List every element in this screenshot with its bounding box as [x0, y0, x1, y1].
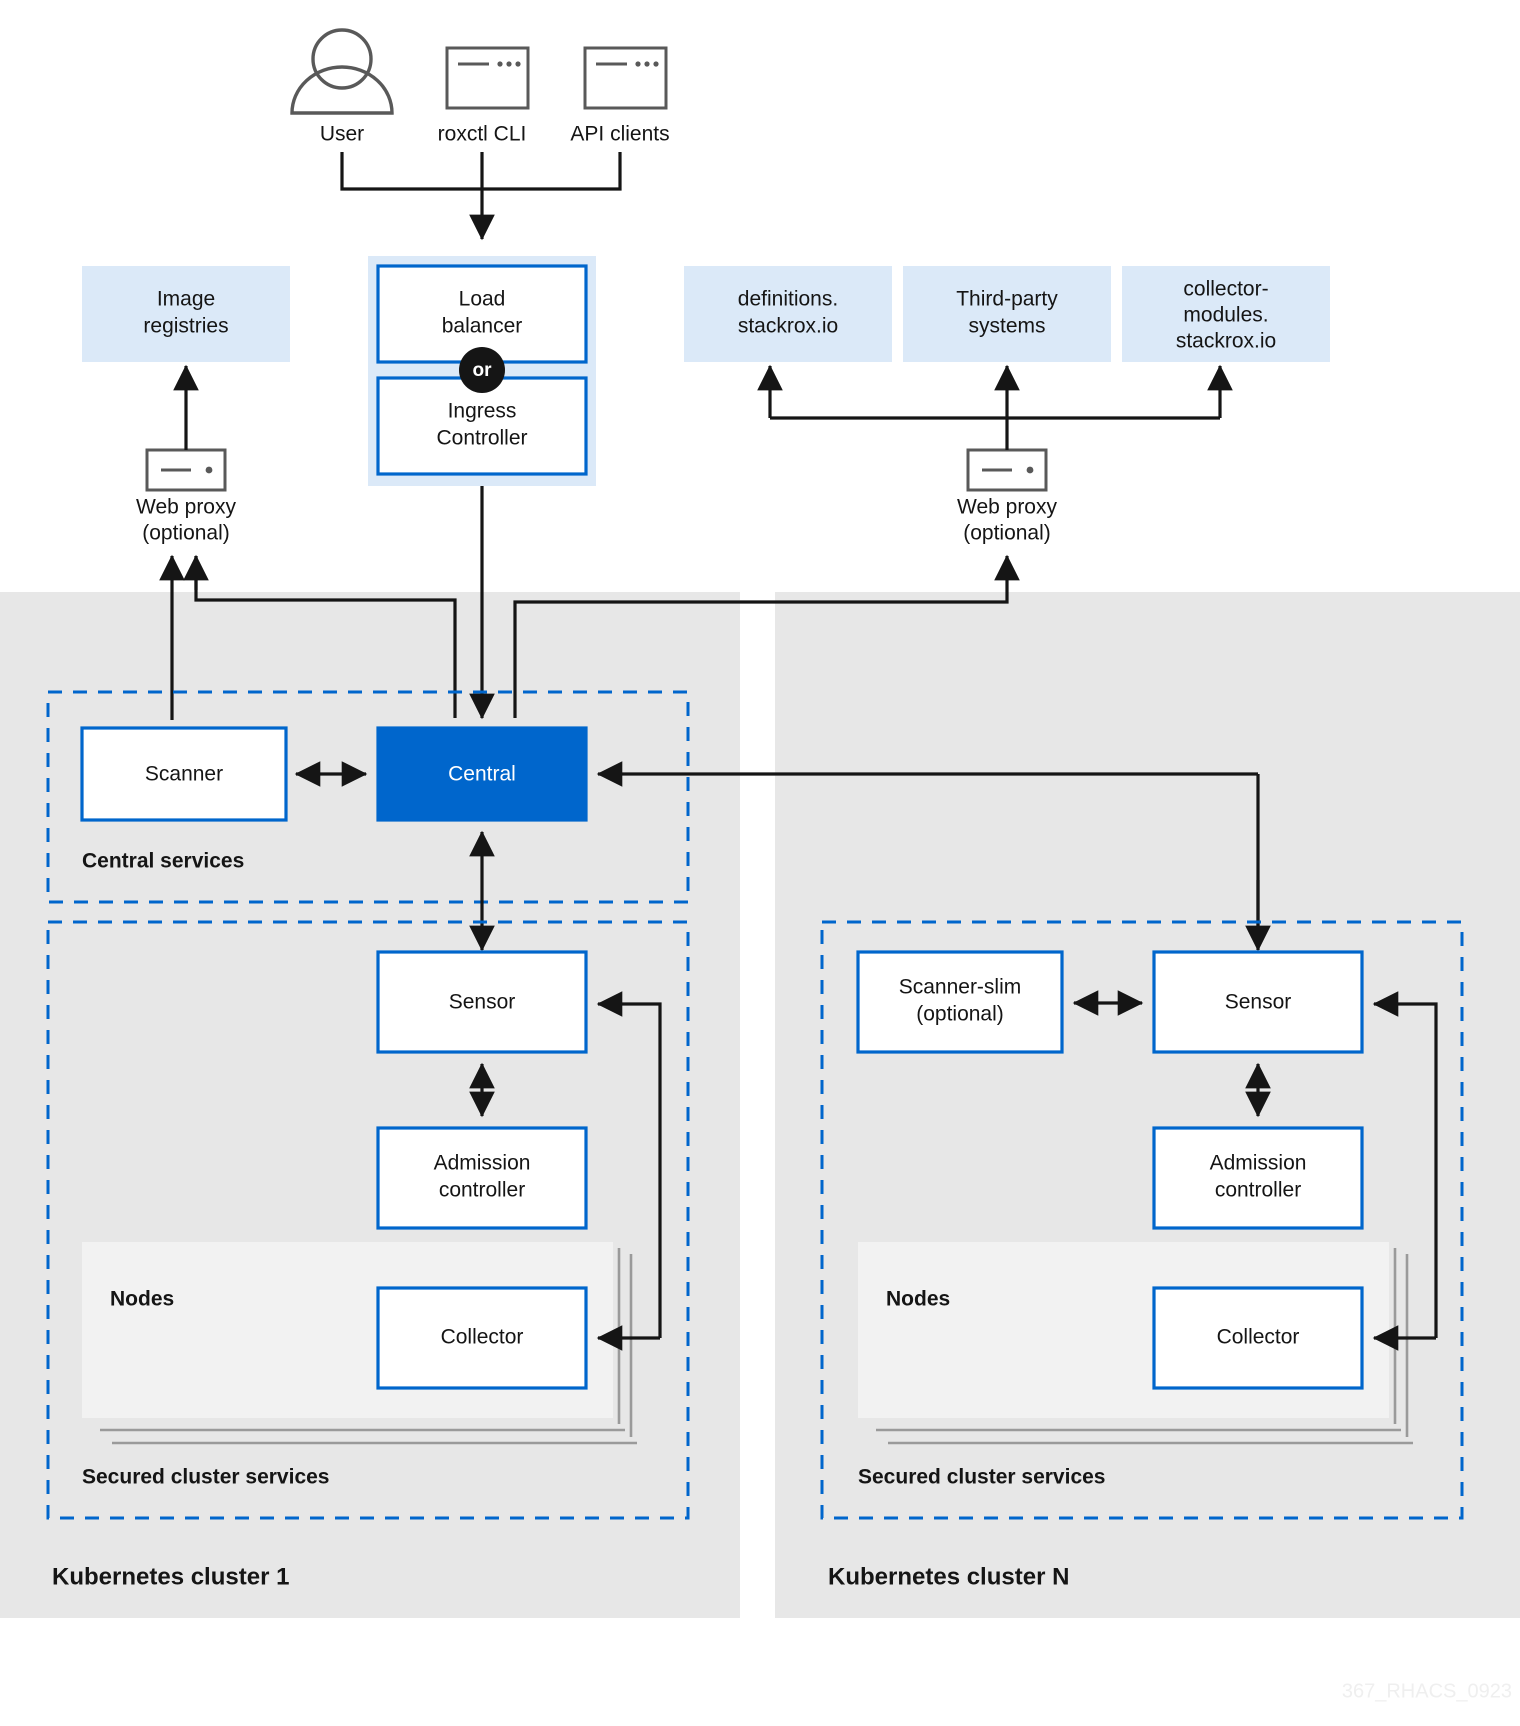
cluster-n-sensor-box[interactable]	[1152, 950, 1364, 1054]
ingress-controller-box[interactable]	[376, 376, 588, 476]
actor-label-roxctl: roxctl CLI	[438, 123, 527, 146]
cluster-1-sensor-box[interactable]	[376, 950, 588, 1054]
cluster-1-admission-label-line1: Admission	[434, 1152, 531, 1175]
cluster-n-collector-to-sensor-connector	[1372, 991, 1438, 1351]
third-party-systems-box[interactable]	[903, 266, 1111, 362]
web-proxy-left-icon	[145, 448, 227, 492]
web-proxy-left-label-line2: (optional)	[142, 522, 230, 545]
web-proxy-right-label-line2: (optional)	[963, 522, 1051, 545]
collector-modules-box[interactable]	[1122, 266, 1330, 362]
cluster-n-scanner-slim-label-line1: Scanner-slim	[899, 976, 1022, 999]
cluster-1-sensor-label: Sensor	[449, 991, 516, 1014]
terminal-window-icon	[583, 46, 668, 110]
cluster-n-label: Kubernetes cluster N	[828, 1563, 1069, 1590]
cluster-1-admission-label-line2: controller	[439, 1179, 525, 1202]
web-proxy-right-label-line1: Web proxy	[957, 496, 1057, 519]
cluster-1-collector-box[interactable]	[376, 1286, 588, 1390]
definitions-stackrox-box[interactable]	[684, 266, 892, 362]
proxy-right-to-external-connectors	[757, 364, 1233, 450]
web-proxy-left-label-line1: Web proxy	[136, 496, 236, 519]
central-label: Central	[448, 763, 516, 786]
cluster-n-scanner-slim-box[interactable]	[856, 950, 1064, 1054]
cluster-1-secured-label: Secured cluster services	[82, 1466, 330, 1489]
scanner-label: Scanner	[145, 763, 223, 786]
cluster-n-secured-label: Secured cluster services	[858, 1466, 1106, 1489]
cluster-n-secured-region	[820, 920, 1464, 1520]
cluster-1-collector-to-sensor-connector	[596, 991, 662, 1351]
load-balancer-label-line2: balancer	[442, 315, 523, 338]
cluster-n-admission-label-line2: controller	[1215, 1179, 1301, 1202]
cluster-1-admission-controller-box[interactable]	[376, 1126, 588, 1230]
or-badge-circle	[459, 347, 505, 393]
cluster-1-label: Kubernetes cluster 1	[52, 1563, 289, 1590]
third-party-systems-label-line1: Third-party	[956, 288, 1058, 311]
cluster-n-collector-label: Collector	[1217, 1326, 1300, 1349]
cluster-n-sensor-label: Sensor	[1225, 991, 1292, 1014]
scanner-box[interactable]	[80, 726, 288, 822]
third-party-systems-label-line2: systems	[968, 315, 1045, 338]
watermark: 367_RHACS_0923	[1342, 1680, 1512, 1702]
cluster-1-collector-label: Collector	[441, 1326, 524, 1349]
cluster-n-admission-controller-box[interactable]	[1152, 1126, 1364, 1230]
central-to-proxies-connectors	[159, 554, 1020, 720]
actors-to-load-balancer-connector	[340, 152, 622, 241]
image-registries-label-line1: Image	[157, 288, 215, 311]
actor-label-user: User	[320, 123, 364, 146]
ingress-controller-label-line2: Controller	[436, 427, 527, 450]
collector-modules-label-line1: collector-	[1183, 278, 1268, 301]
load-balancer-label-line1: Load	[459, 288, 506, 311]
cluster-1-secured-region	[46, 920, 690, 1520]
image-registries-box[interactable]	[82, 266, 290, 362]
load-balancer-box[interactable]	[376, 264, 588, 364]
cluster-n-admission-label-line1: Admission	[1210, 1152, 1307, 1175]
ingress-controller-label-line1: Ingress	[448, 400, 517, 423]
cluster-n-background	[775, 592, 1520, 1618]
cluster-n-scanner-slim-label-line2: (optional)	[916, 1003, 1004, 1026]
central-services-group-label: Central services	[82, 850, 244, 873]
central-box[interactable]	[376, 726, 588, 822]
cluster-n-nodes-label: Nodes	[886, 1288, 950, 1311]
person-icon	[290, 28, 394, 115]
definitions-stackrox-label-line2: stackrox.io	[738, 315, 838, 338]
terminal-window-icon	[445, 46, 530, 110]
collector-modules-label-line2: modules.	[1183, 304, 1268, 327]
web-proxy-right-icon	[966, 448, 1048, 492]
cluster-n-collector-box[interactable]	[1152, 1286, 1364, 1390]
definitions-stackrox-label-line1: definitions.	[738, 288, 838, 311]
image-registries-label-line2: registries	[143, 315, 228, 338]
collector-modules-label-line3: stackrox.io	[1176, 330, 1276, 353]
cluster-1-nodes-label: Nodes	[110, 1288, 174, 1311]
actor-label-api-clients: API clients	[570, 123, 669, 146]
or-badge-label: or	[473, 360, 493, 381]
